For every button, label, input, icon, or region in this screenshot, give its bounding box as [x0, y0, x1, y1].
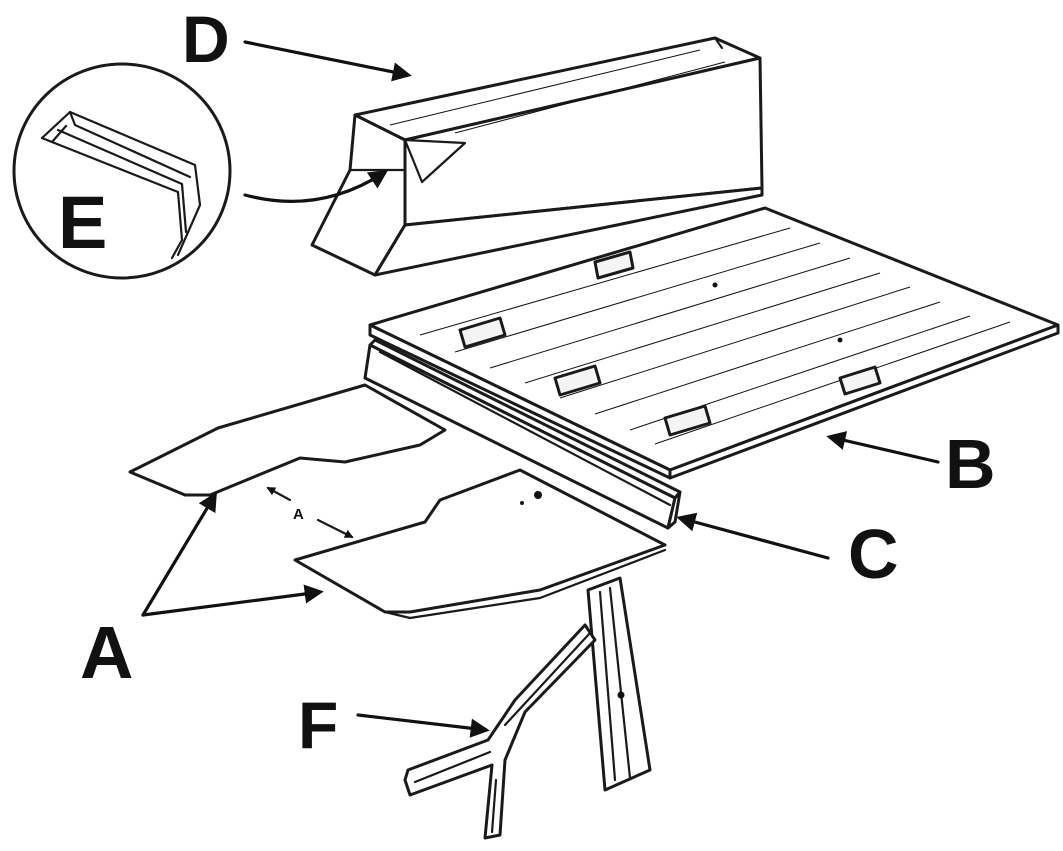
callout-a: A: [80, 611, 133, 694]
part-d-front-panel: [310, 36, 764, 277]
part-f-support-brackets: [403, 576, 652, 840]
callout-letters: D E B C A F: [58, 2, 996, 762]
part-b-bed-floor: [368, 206, 1060, 480]
callout-e: E: [58, 181, 107, 264]
callout-arrows: [141, 40, 940, 738]
dimension-label: A: [293, 506, 304, 523]
callout-f: F: [298, 688, 338, 762]
dimension-a-annotation: A: [266, 486, 354, 539]
part-c-cross-sill: [363, 338, 682, 530]
callout-c: C: [848, 515, 899, 593]
part-a-floor-pans: [128, 383, 667, 620]
callout-b: B: [945, 425, 996, 503]
callout-d: D: [182, 2, 230, 76]
part-e-detail-inset: [12, 62, 232, 280]
